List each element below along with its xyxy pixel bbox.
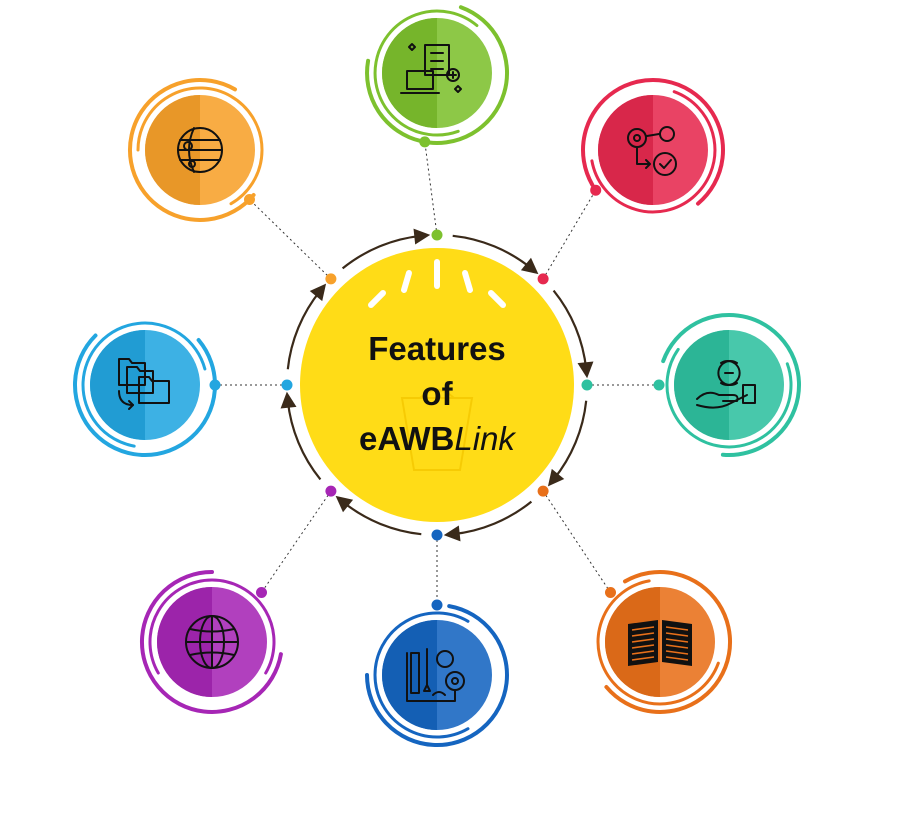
orbit-arc xyxy=(286,400,322,481)
ring-dot xyxy=(431,599,443,611)
node-shade xyxy=(145,95,200,205)
node-shade xyxy=(90,330,145,440)
planet-sphere-icon xyxy=(177,127,223,173)
hub-title-brand: eAWBLink xyxy=(300,416,574,461)
node-shade xyxy=(382,18,437,128)
outer-ring-arc xyxy=(365,5,509,145)
connector-line xyxy=(542,490,611,593)
ring-dot xyxy=(209,379,221,391)
orbit-dot xyxy=(281,379,293,391)
inner-ring-arc xyxy=(596,579,720,706)
inner-ring-arc xyxy=(373,611,470,739)
connector-line xyxy=(424,141,438,236)
orbit-dot xyxy=(431,229,443,241)
outer-ring-arc xyxy=(604,570,733,714)
hub-title-line1: Features xyxy=(368,330,506,367)
hub-title-line2: of xyxy=(421,375,453,412)
orbit-arrowhead xyxy=(280,391,297,409)
hub-title: Features of eAWBLink xyxy=(300,326,574,461)
orbit-dot xyxy=(325,273,337,285)
documents-feature xyxy=(596,570,733,714)
node-shade xyxy=(674,330,729,440)
orbit-dot xyxy=(325,485,337,497)
orbit-arc xyxy=(452,234,533,270)
connector-lines xyxy=(215,141,659,605)
feature-nodes xyxy=(72,5,801,748)
orbit-arc xyxy=(552,289,588,370)
globe-icon xyxy=(185,615,239,669)
orbit-arc xyxy=(552,400,588,481)
orbit-arc xyxy=(341,234,422,270)
connector-line xyxy=(542,189,597,280)
open-book-icon xyxy=(628,620,692,666)
hub-watermark-icon xyxy=(400,389,474,471)
sun-rays xyxy=(368,259,506,308)
orbit-dot xyxy=(537,273,549,285)
hand-exchange-icon xyxy=(696,360,756,409)
orbit-dot xyxy=(581,379,593,391)
inner-ring-arc xyxy=(148,578,276,675)
inner-ring-arc xyxy=(81,321,207,448)
customization-feature xyxy=(365,599,509,748)
inner-ring-arc xyxy=(665,347,793,449)
orbit-arrowhead xyxy=(335,495,354,513)
laptop-form-icon xyxy=(400,43,462,94)
global-access-feature xyxy=(139,570,283,714)
orbit-arrowhead xyxy=(443,525,461,542)
orbit-dot xyxy=(431,529,443,541)
blueprint-settings-icon xyxy=(406,648,465,702)
outer-ring-arc xyxy=(127,78,256,222)
orbit-arrowhead xyxy=(520,257,539,275)
integration-feature xyxy=(127,78,264,222)
node-shade xyxy=(382,620,437,730)
orbit-arrowhead xyxy=(577,361,594,379)
inner-ring-arc xyxy=(590,90,717,214)
ring-dot xyxy=(256,587,267,598)
outer-ring-arc xyxy=(581,77,725,206)
folders-icon xyxy=(118,358,170,410)
form-entry-feature xyxy=(365,5,509,148)
orbit-arrowhead xyxy=(309,283,327,302)
orbit-arc xyxy=(341,500,422,536)
central-hub xyxy=(300,248,574,522)
orbit-arrowhead xyxy=(413,228,431,245)
orbit-arc xyxy=(452,500,533,536)
connector-line xyxy=(261,490,332,593)
orbit-arc xyxy=(286,289,322,370)
connector-line xyxy=(249,199,332,280)
ring-dot xyxy=(653,379,665,391)
orbit-arrowhead xyxy=(547,468,565,487)
hub-brand-bold: eAWB xyxy=(359,420,455,457)
file-sharing-feature xyxy=(72,321,221,458)
node-shade xyxy=(598,95,653,205)
outer-ring-arc xyxy=(365,604,509,748)
gears-process-icon xyxy=(627,126,677,176)
inner-ring-arc xyxy=(373,9,479,137)
hub-circle xyxy=(300,248,574,522)
ring-dot xyxy=(605,587,616,598)
ring-dot xyxy=(419,136,431,148)
ring-dot xyxy=(244,194,255,205)
outer-ring-arc xyxy=(661,313,801,457)
node-shade xyxy=(157,587,212,697)
secure-handover-feature xyxy=(653,313,801,457)
inner-ring-arc xyxy=(136,86,264,206)
outer-ring-arc xyxy=(139,570,283,714)
hub-brand-italic: Link xyxy=(454,420,515,457)
workflow-automation-feature xyxy=(581,77,725,214)
orbit-ring xyxy=(280,228,594,542)
ring-dot xyxy=(590,184,602,196)
orbit-dot xyxy=(537,485,549,497)
